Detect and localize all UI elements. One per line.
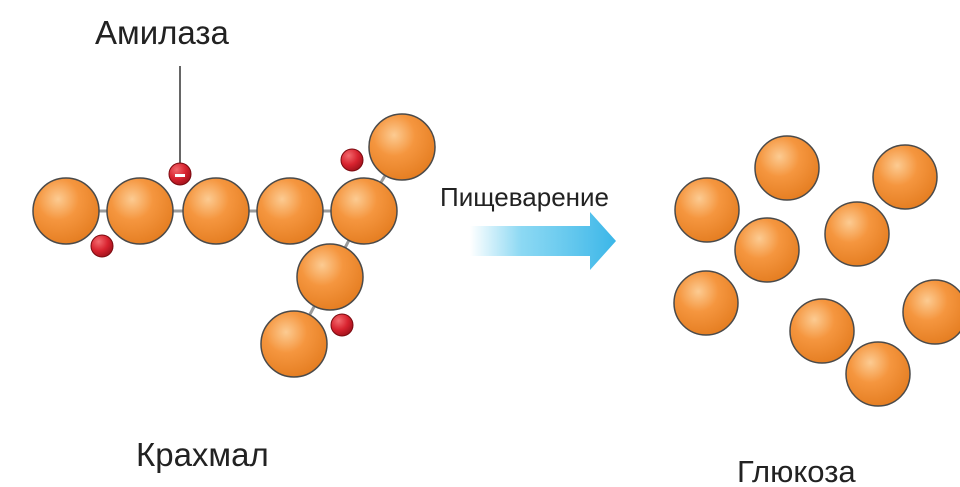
amylase-molecule	[330, 313, 354, 337]
glucose-molecule	[824, 201, 890, 267]
starch-molecule	[32, 113, 436, 378]
starch-glucose-unit	[296, 243, 364, 311]
glucose-molecule	[754, 135, 820, 201]
glucose-molecules	[673, 135, 960, 407]
starch-glucose-unit	[32, 177, 100, 245]
amylase-molecule	[340, 148, 364, 172]
glucose-label: Глюкоза	[737, 454, 856, 487]
enzyme-label: Амилаза	[95, 14, 229, 51]
glucose-molecule	[734, 217, 800, 283]
starch-glucose-unit	[330, 177, 398, 245]
glucose-molecule	[673, 270, 739, 336]
amylase-molecule	[90, 234, 114, 258]
starch-glucose-unit	[182, 177, 250, 245]
starch-glucose-unit	[368, 113, 436, 181]
glucose-molecule	[674, 177, 740, 243]
starch-label: Крахмал	[136, 436, 269, 473]
process-label: Пищеварение	[440, 182, 610, 212]
starch-bonds	[66, 146, 404, 345]
amylase-marker	[175, 174, 185, 177]
glucose-molecule	[872, 144, 938, 210]
starch-glucose-unit	[260, 310, 328, 378]
glucose-molecule	[845, 341, 911, 407]
glucose-molecule	[902, 279, 960, 345]
starch-glucose-unit	[106, 177, 174, 245]
starch-glucose-unit	[256, 177, 324, 245]
glucose-molecule	[789, 298, 855, 364]
amylase-enzymes	[90, 148, 364, 337]
digestion-arrow	[470, 212, 616, 270]
